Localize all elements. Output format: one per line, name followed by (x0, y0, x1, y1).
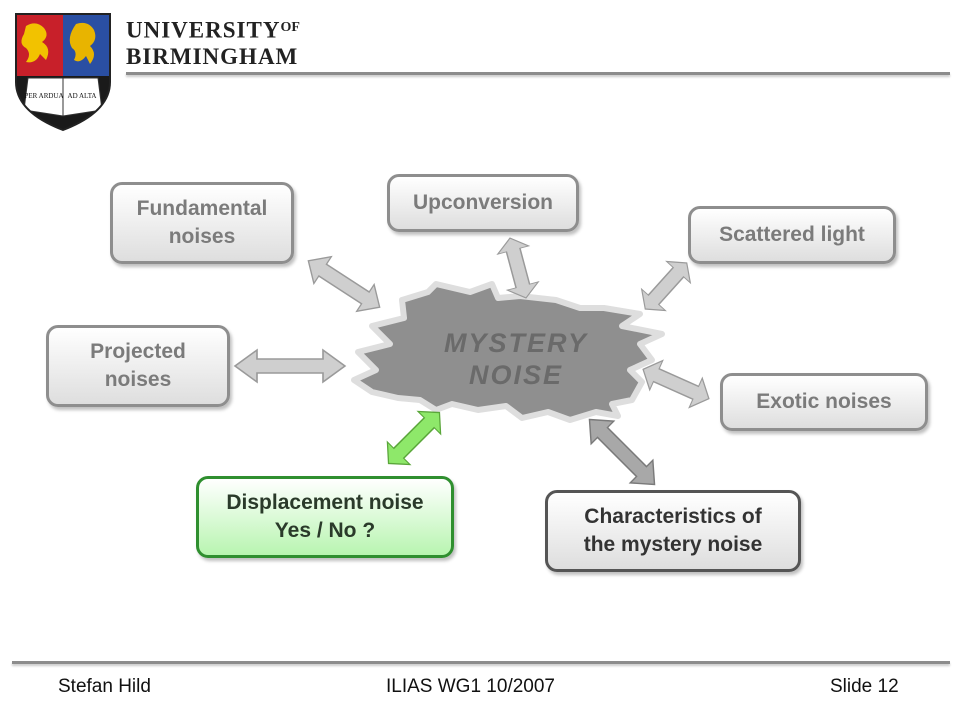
arrow-characteristics (577, 407, 667, 497)
box-upconversion: Upconversion (387, 174, 579, 232)
footer-author: Stefan Hild (58, 676, 151, 697)
university-crest-logo: PER ARDUA AD ALTA (15, 13, 111, 132)
university-name-line2: BIRMINGHAM (126, 44, 299, 70)
arrow-fundamental (298, 246, 390, 322)
box-exotic-noises: Exotic noises (720, 373, 928, 431)
university-name: UNIVERSITYOF BIRMINGHAM (126, 16, 300, 69)
box-fundamental-noises: Fundamental noises (110, 182, 294, 264)
header-divider (126, 72, 950, 75)
crest-motto-right: AD ALTA (68, 92, 97, 100)
mystery-noise-label-line1: MYSTERY (444, 328, 589, 358)
arrow-upconversion (493, 233, 543, 303)
box-projected-noises: Projected noises (46, 325, 230, 407)
footer-event: ILIAS WG1 10/2007 (386, 676, 555, 697)
crest-motto-left: PER ARDUA (24, 92, 63, 100)
box-displacement-noise: Displacement noise Yes / No ? (196, 476, 454, 558)
university-name-line1: UNIVERSITY (126, 17, 281, 43)
arrow-scattered (632, 251, 700, 321)
arrow-displacement (376, 400, 452, 476)
university-name-of: OF (280, 20, 300, 35)
box-characteristics: Characteristics of the mystery noise (545, 490, 801, 572)
footer-slide-number: Slide 12 (830, 676, 899, 697)
footer-divider (12, 661, 950, 664)
box-scattered-light: Scattered light (688, 206, 896, 264)
arrow-projected (234, 349, 346, 383)
mystery-noise-label-line2: NOISE (469, 360, 563, 390)
